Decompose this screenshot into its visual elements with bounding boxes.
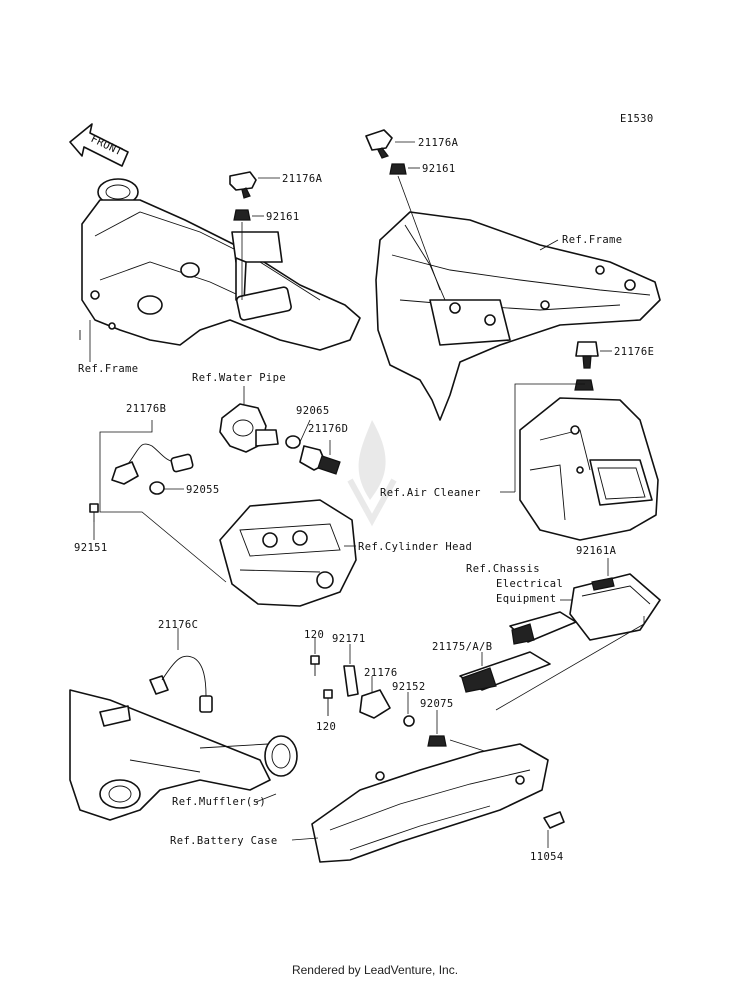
grommet-air-cleaner [574, 379, 594, 391]
footer-credit: Rendered by LeadVenture, Inc. [291, 963, 459, 977]
label-11054: 11054 [530, 851, 564, 863]
module-21175AB [459, 651, 551, 693]
label-21175AB: 21175/A/B [432, 641, 493, 653]
label-92075: 92075 [420, 698, 454, 710]
label-ref-chassis-1: Ref.Chassis [466, 563, 540, 575]
sensor-21176D [299, 445, 341, 475]
grommet-92075 [427, 735, 447, 747]
label-92161A: 92161A [576, 545, 617, 557]
label-92161-left: 92161 [266, 211, 300, 223]
diagram-code: E1530 [620, 113, 654, 125]
battery-case-illustration [311, 743, 549, 863]
washer-92161-left [233, 209, 251, 221]
label-21176A-left: 21176A [282, 173, 323, 185]
label-92151: 92151 [74, 542, 108, 554]
sensor-21176A-right [365, 129, 393, 159]
label-92171: 92171 [332, 633, 366, 645]
o2-sensor-21176C [149, 655, 213, 713]
label-92065: 92065 [296, 405, 330, 417]
ecu-bracket-92161A [569, 573, 661, 641]
oring-92065 [285, 435, 301, 449]
front-arrow-icon: FRONT [69, 123, 129, 167]
air-cleaner-illustration [519, 397, 659, 541]
ecu-unit [509, 611, 577, 645]
clamp-11054 [543, 811, 565, 829]
bracket-92171 [343, 665, 359, 697]
label-21176: 21176 [364, 667, 398, 679]
bolt-92151 [89, 503, 99, 522]
washer-92161-right [389, 163, 407, 175]
label-92055: 92055 [186, 484, 220, 496]
sensor-21176A-left [229, 171, 257, 199]
label-ref-battery-case: Ref.Battery Case [170, 835, 278, 847]
left-frame-illustration [79, 178, 361, 351]
label-ref-frame-left: Ref.Frame [78, 363, 139, 375]
watermark-logo [347, 420, 397, 527]
label-21176B: 21176B [126, 403, 166, 415]
label-ref-chassis-3: Equipment [496, 593, 557, 605]
sensor-21176B [111, 443, 194, 485]
sensor-21176 [359, 689, 391, 719]
label-ref-water-pipe: Ref.Water Pipe [192, 372, 286, 384]
label-21176D: 21176D [308, 423, 348, 435]
right-frame-illustration [375, 211, 661, 421]
label-120-top: 120 [304, 629, 324, 641]
bolt-120-top [310, 655, 320, 676]
label-21176E: 21176E [614, 346, 654, 358]
cylinder-head-illustration [219, 499, 357, 607]
label-ref-cylinder-head: Ref.Cylinder Head [358, 541, 472, 553]
label-ref-frame-right: Ref.Frame [562, 234, 623, 246]
label-21176C: 21176C [158, 619, 198, 631]
label-ref-chassis-2: Electrical [496, 578, 563, 590]
collar-92152 [403, 715, 415, 727]
label-ref-muffler: Ref.Muffler(s) [172, 796, 266, 808]
water-pipe-illustration [219, 403, 279, 453]
label-92152: 92152 [392, 681, 426, 693]
bolt-120-bottom [323, 689, 333, 716]
label-120-bottom: 120 [316, 721, 336, 733]
label-92161-right: 92161 [422, 163, 456, 175]
sensor-21176E [575, 341, 599, 369]
label-ref-air-cleaner: Ref.Air Cleaner [380, 487, 481, 499]
label-21176A-right: 21176A [418, 137, 459, 149]
muffler-illustration [69, 689, 298, 821]
oring-92055 [149, 481, 165, 495]
